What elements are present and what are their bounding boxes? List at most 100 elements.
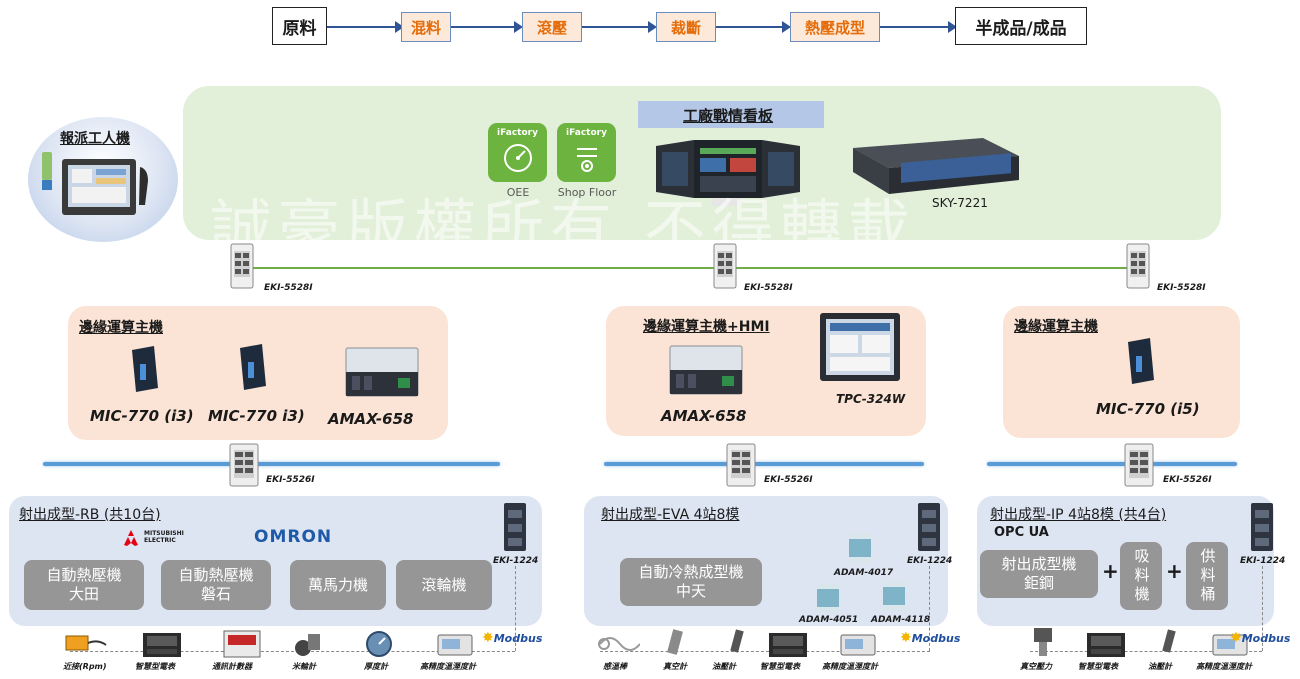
sensor-label-power-meter-right: 智慧型電表 bbox=[1078, 662, 1118, 671]
adam4118-label: ADAM-4118 bbox=[871, 615, 931, 625]
edge-mid-model-2: TPC-324W bbox=[836, 392, 906, 406]
switch-mid-right-label: EKI-5526I bbox=[1163, 475, 1212, 485]
machine-hot-press-panshi-name: 自動熱壓機 bbox=[178, 566, 254, 584]
adam4051-icon bbox=[817, 583, 839, 613]
modbus-logo-left: ✸Modbus bbox=[482, 630, 542, 646]
sensor-label-power-meter-left: 智慧型電表 bbox=[135, 662, 175, 671]
flow-arrow bbox=[716, 21, 791, 33]
machine-injection-molder-vendor: 鉅鋼 bbox=[1023, 574, 1054, 592]
machine-roller-name: 滾輪機 bbox=[421, 575, 467, 594]
fieldbus-line-right bbox=[1030, 651, 1262, 652]
mic770-icon bbox=[132, 346, 158, 392]
switch-mid-right-icon bbox=[1124, 443, 1154, 487]
switch-top-right-icon bbox=[1126, 243, 1150, 289]
shop-floor-app-tile[interactable]: iFactory bbox=[557, 123, 616, 182]
mic770-icon bbox=[240, 344, 266, 390]
thermo-hygrometer-icon bbox=[1212, 634, 1248, 656]
plus-sign: + bbox=[1166, 559, 1183, 583]
modbus-star-icon: ✸ bbox=[1230, 630, 1242, 646]
machine-wanmali[interactable]: 萬馬力機 bbox=[290, 560, 386, 610]
meter-wheel-icon bbox=[295, 634, 320, 656]
dashboard-title-bar bbox=[638, 101, 824, 128]
fieldbus-line-mid bbox=[600, 651, 930, 652]
dispatch-station-title: 報派工人機 bbox=[60, 131, 130, 147]
gateway-eva-label: EKI-1224 bbox=[907, 556, 953, 566]
modbus-logo-right-text: Modbus bbox=[1241, 632, 1291, 645]
server-label: SKY-7221 bbox=[932, 196, 988, 210]
amax658-icon bbox=[669, 345, 743, 395]
modbus-logo-mid: ✸Modbus bbox=[900, 630, 960, 646]
edge-mid-model-1: AMAX-658 bbox=[661, 407, 747, 425]
power-meter-icon bbox=[143, 633, 181, 657]
flow-step-mixing: 混料 bbox=[401, 12, 451, 42]
oil-pressure-gauge-icon bbox=[1162, 629, 1176, 653]
machine-panel-rb-title: 射出成型-RB (共10台) bbox=[19, 507, 161, 523]
machine-supply-bucket[interactable]: 供料桶 bbox=[1186, 542, 1228, 610]
edge-panel-right bbox=[1003, 306, 1240, 438]
sensor-label-thermo-hygrometer-mid: 高精度溫溼度計 bbox=[822, 662, 878, 671]
machine-hot-press-datian-vendor: 大田 bbox=[68, 585, 99, 603]
flow-step-product: 半成品/成品 bbox=[955, 7, 1087, 45]
machine-hot-press-datian[interactable]: 自動熱壓機 大田 bbox=[24, 560, 144, 610]
sensor-label-meter-wheel: 米輪計 bbox=[292, 662, 316, 671]
temperature-probe-icon bbox=[598, 637, 640, 651]
gateway-rb-label: EKI-1224 bbox=[493, 556, 539, 566]
modbus-logo-mid-text: Modbus bbox=[911, 632, 961, 645]
flow-step-hot-press: 熱壓成型 bbox=[790, 12, 880, 42]
vacuum-gauge-icon bbox=[667, 629, 683, 655]
switch-top-mid-label: EKI-5528I bbox=[744, 283, 793, 293]
switch-top-mid-icon bbox=[713, 243, 737, 289]
sensor-label-proximity: 近接(Rpm) bbox=[63, 662, 107, 671]
opc-ua-logo: OPC UA bbox=[994, 525, 1049, 540]
sensor-label-thermo-hygrometer-right: 高精度溫溼度計 bbox=[1196, 662, 1252, 671]
flow-arrow bbox=[327, 21, 404, 33]
machine-cold-hot-former[interactable]: 自動冷熱成型機 中天 bbox=[620, 558, 762, 606]
plus-sign: + bbox=[1102, 559, 1119, 583]
power-meter-icon bbox=[769, 633, 807, 657]
edge-left-model-1: MIC-770 (i3) bbox=[90, 407, 194, 425]
thickness-gauge-icon bbox=[366, 631, 392, 657]
fieldbus-riser-mid bbox=[929, 566, 930, 651]
gateway-rb-icon bbox=[504, 503, 526, 551]
sensor-label-oil-pressure-right: 油壓計 bbox=[1148, 662, 1172, 671]
machine-supply-bucket-name: 供料桶 bbox=[1198, 547, 1217, 605]
switch-top-right-label: EKI-5528I bbox=[1157, 283, 1206, 293]
sensor-label-vacuum-pressure: 真空壓力 bbox=[1020, 662, 1052, 671]
edge-left-model-3: AMAX-658 bbox=[328, 410, 414, 428]
bus-line-left bbox=[43, 462, 500, 466]
flow-arrow bbox=[880, 21, 957, 33]
adam4051-label: ADAM-4051 bbox=[799, 615, 859, 625]
adam4017-icon bbox=[849, 533, 871, 563]
counter-icon bbox=[223, 630, 261, 658]
machine-roller[interactable]: 滾輪機 bbox=[396, 560, 492, 610]
mic770-icon bbox=[1128, 338, 1154, 384]
machine-cold-hot-former-name: 自動冷熱成型機 bbox=[638, 563, 744, 581]
flow-step-rolling: 滾壓 bbox=[522, 12, 582, 42]
oee-app-badge: iFactory bbox=[497, 128, 538, 138]
mitsubishi-logo-text: MITSUBISHI ELECTRIC bbox=[144, 530, 184, 544]
gauge-icon bbox=[504, 144, 532, 172]
sensor-label-thermo-hygrometer-left: 高精度溫溼度計 bbox=[420, 662, 476, 671]
edge-panel-mid-title: 邊緣運算主機+HMI bbox=[643, 319, 770, 335]
machine-hopper-loader[interactable]: 吸料機 bbox=[1120, 542, 1162, 610]
machine-panel-eva-title: 射出成型-EVA 4站8模 bbox=[601, 507, 740, 523]
modbus-logo-left-text: Modbus bbox=[493, 632, 543, 645]
hmi-terminal-icon bbox=[42, 152, 148, 215]
oee-app-label: OEE bbox=[506, 186, 530, 199]
gateway-ip-icon bbox=[1251, 503, 1273, 551]
machine-hot-press-panshi[interactable]: 自動熱壓機 磐石 bbox=[161, 560, 271, 610]
adam4118-icon bbox=[883, 581, 905, 611]
switch-top-left-icon bbox=[230, 243, 254, 289]
power-meter-icon bbox=[1087, 633, 1125, 657]
fieldbus-line-left bbox=[70, 651, 515, 652]
switch-mid-left-label: EKI-5526I bbox=[266, 475, 315, 485]
oee-app-tile[interactable]: iFactory bbox=[488, 123, 547, 182]
dispatch-station: 報派工人機 bbox=[28, 117, 178, 242]
machine-injection-molder-name: 射出成型機 bbox=[1001, 555, 1077, 573]
thermo-hygrometer-icon bbox=[437, 634, 473, 656]
vacuum-pressure-icon bbox=[1034, 628, 1052, 656]
sensor-label-power-meter-mid: 智慧型電表 bbox=[760, 662, 800, 671]
shop-floor-app-label: Shop Floor bbox=[557, 186, 617, 199]
machine-injection-molder[interactable]: 射出成型機 鉅鋼 bbox=[980, 550, 1098, 598]
machine-panel-ip-title: 射出成型-IP 4站8模 (共4台) bbox=[990, 507, 1167, 523]
